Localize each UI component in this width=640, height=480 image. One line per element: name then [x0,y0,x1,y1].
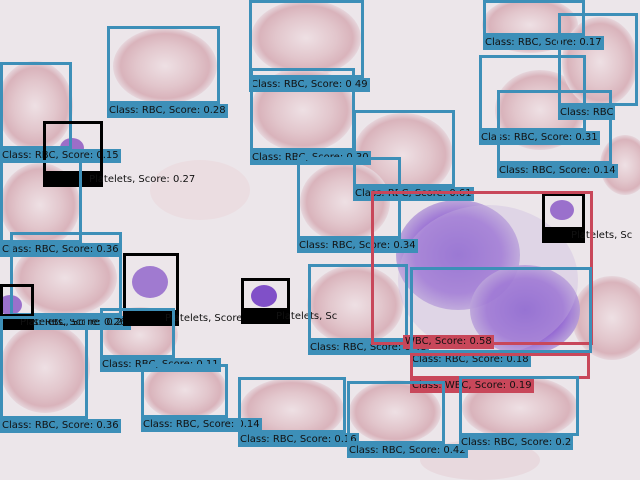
rbc-bounding-box [479,55,586,131]
plt-detection-label: Platelets, Score: 0.27 [89,174,196,185]
rbc-bounding-box [141,364,228,418]
wbc-detection-label: WBC, Score: 0.58 [403,335,494,349]
platelet-label-bar [43,172,103,187]
rbc-detection-label: Class: RBC, Score: 0.15 [0,149,121,163]
rbc-bounding-box [0,62,72,149]
rbc-detection-label: Class: RBC, Score: 0.14 [497,164,618,178]
plt-bounding-box [241,278,290,311]
rbc-bounding-box [410,267,592,353]
rbc-detection-label: Class: RBC, Score: 0.28 [107,104,228,118]
rbc-detection-label: Class: RBC, Score: 0.36 [0,243,121,257]
plt-bounding-box [123,253,179,313]
rbc-bounding-box [238,377,346,433]
rbc-detection-label: Class: RBC, Score: 0.42 [347,444,468,458]
rbc-detection-label: Class: RBC, Score: 0.14 [141,418,262,432]
plt-detection-label: Platelets, Sc [276,311,338,322]
rbc-bounding-box [353,110,455,187]
plt-detection-label: Platelets, Score: 0.26 [20,317,127,328]
rbc-detection-label: Class: RBC, Score: 0.34 [297,239,418,253]
rbc-detection-label: Class: RBC, Score: 0.16 [238,433,359,447]
rbc-bounding-box [10,232,122,316]
rbc-detection-label: Class: RBC, Score: 0.18 [410,353,531,367]
rbc-bounding-box [250,68,355,151]
rbc-bounding-box [297,157,401,239]
platelet-label-bar [123,311,179,326]
rbc-detection-label: Class: RBC [558,106,616,120]
platelet-label-bar [542,228,585,243]
rbc-detection-label: Class: RBC, Score: 0.17 [483,36,604,50]
rbc-bounding-box [483,0,585,36]
rbc-bounding-box [0,316,88,419]
plt-detection-label: Platelets, Sc [571,230,633,241]
plt-detection-label: Platelets, Score: 0 [165,313,256,324]
rbc-bounding-box [497,90,612,164]
rbc-bounding-box [107,26,220,104]
rbc-bounding-box [249,0,364,78]
plt-bounding-box [0,284,34,317]
rbc-bounding-box [308,264,408,341]
rbc-detection-label: Class: RBC, Score: 0.2 [459,436,574,450]
rbc-bounding-box [347,381,445,444]
rbc-bounding-box [0,160,82,243]
rbc-bounding-box [459,376,579,436]
platelet-label-bar [241,309,290,324]
white-blood-cells [396,200,580,355]
rbc-detection-label: Class: RBC, Score: 0.36 [0,419,121,433]
rbc-bounding-box [100,308,175,358]
rbc-detection-label: Class: RBC, Score: 0.31 [479,131,600,145]
rbc-bounding-box [558,13,638,106]
rbc-detection-label: Class: RBC, Score: 0.49 [249,78,370,92]
